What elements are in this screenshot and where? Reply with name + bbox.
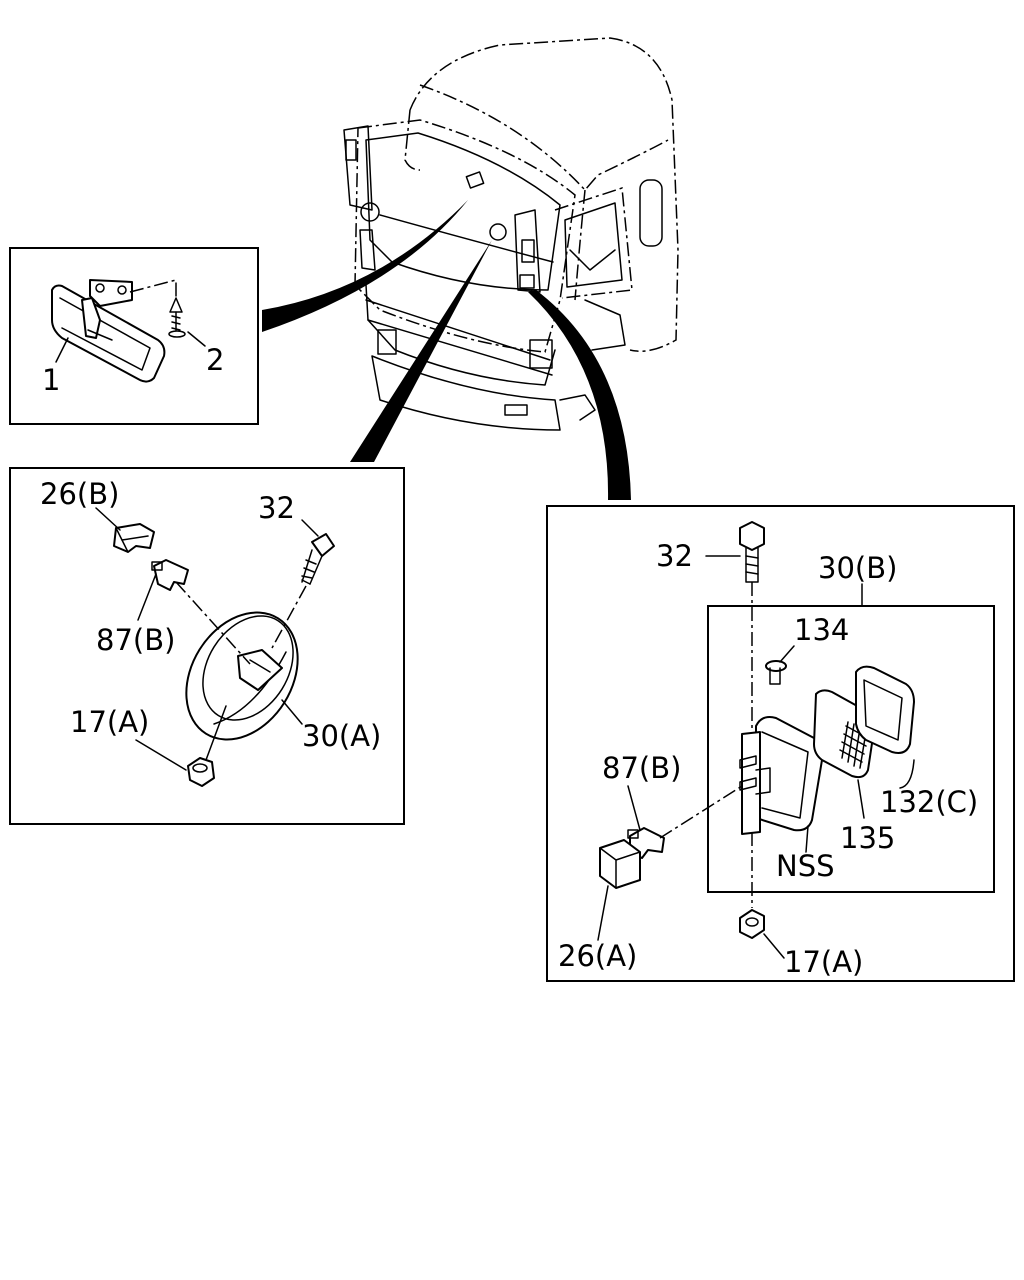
leader-to-side-mirror	[528, 290, 631, 500]
callout-30a: 30(A)	[302, 719, 381, 753]
clip-26a-part	[599, 839, 641, 889]
nut-17a-left-part	[187, 757, 215, 787]
leader-to-round-mirror	[350, 240, 492, 462]
callout-134: 134	[794, 613, 849, 647]
callout-1: 1	[42, 363, 60, 397]
callout-26a: 26(A)	[558, 939, 637, 973]
round-mirror-30a-part	[185, 611, 299, 741]
callout-32-right: 32	[656, 539, 693, 573]
leader-to-interior-mirror	[262, 200, 468, 332]
part-134	[765, 660, 787, 685]
callout-2: 2	[206, 343, 224, 377]
part-132c-frame	[855, 665, 915, 754]
callout-32-left: 32	[258, 491, 295, 525]
interior-screw-part	[168, 297, 186, 338]
round-mirror-box	[9, 467, 405, 825]
callout-nss: NSS	[776, 849, 835, 883]
bolt-32-right-part	[739, 521, 765, 583]
mirror-nss-part	[739, 716, 824, 835]
mirror-30b-subassembly-box	[707, 605, 995, 893]
side-mirror-box	[546, 505, 1015, 982]
callout-26b: 26(B)	[40, 477, 119, 511]
truck-cab-illustration	[343, 37, 679, 431]
callout-87b-right: 87(B)	[602, 751, 681, 785]
interior-mirror-part	[51, 279, 166, 383]
bracket-87b-part	[151, 559, 189, 591]
callout-132c: 132(C)	[880, 785, 978, 819]
callout-135: 135	[840, 821, 895, 855]
bolt-32-left-part	[301, 533, 335, 585]
callout-87b-left: 87(B)	[96, 623, 175, 657]
clip-26b-part	[113, 523, 155, 553]
nut-17a-right-part	[739, 909, 765, 939]
interior-mirror-box	[9, 247, 259, 425]
callout-17a-left: 17(A)	[70, 705, 149, 739]
callout-17a-right: 17(A)	[784, 945, 863, 979]
callout-30b: 30(B)	[818, 551, 897, 585]
